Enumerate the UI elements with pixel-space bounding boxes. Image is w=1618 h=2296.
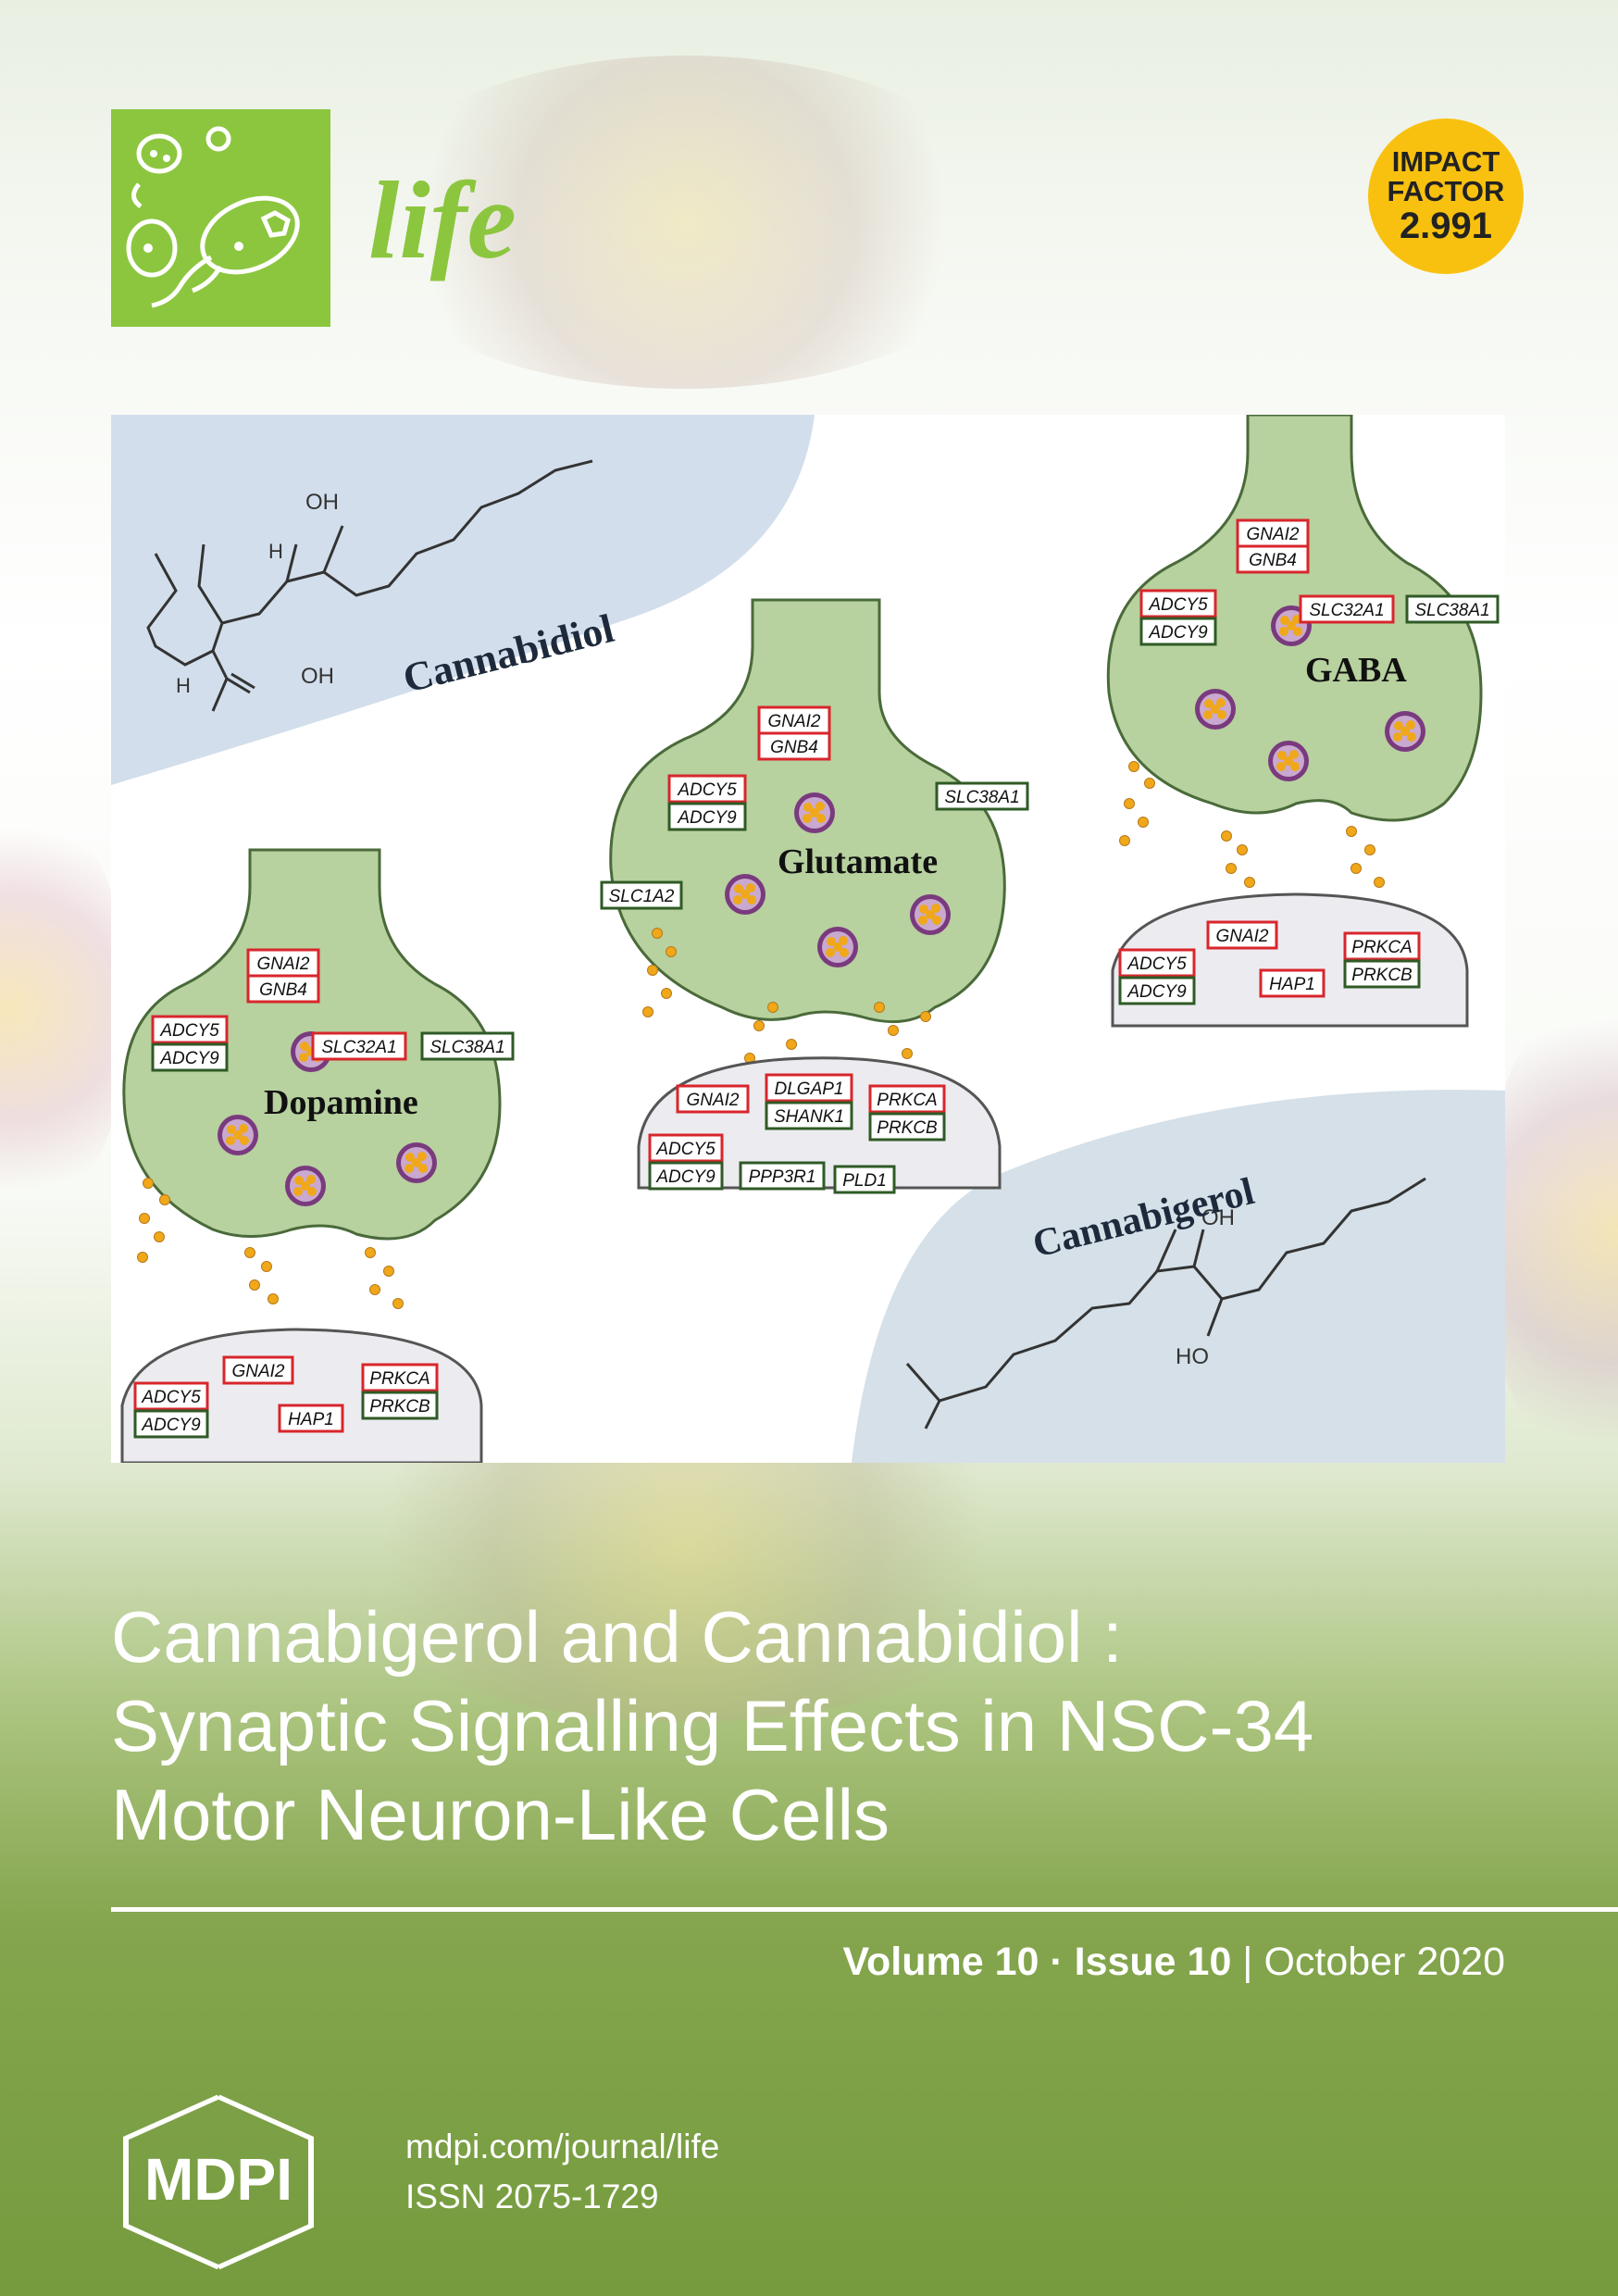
- microorganism-icon: [126, 126, 300, 308]
- gene-box: PRKCB: [369, 1397, 430, 1416]
- gene-box: GNB4: [259, 980, 307, 1000]
- issn: ISSN 2075-1729: [405, 2177, 659, 2215]
- date-separator: |: [1231, 1940, 1264, 1984]
- journal-logo: [111, 109, 330, 327]
- dopamine-label: Dopamine: [264, 1083, 418, 1122]
- gene-box: GNAI2: [1215, 927, 1268, 946]
- cannabigerol-region: [852, 1090, 1505, 1463]
- gaba-synapse: GABA: [1106, 415, 1483, 1028]
- gene-box: GNB4: [770, 738, 818, 757]
- gene-box: SLC38A1: [429, 1038, 504, 1057]
- impact-label: IMPACT: [1391, 144, 1500, 178]
- gene-box: GNAI2: [231, 1362, 284, 1381]
- gene-box: GNAI2: [256, 955, 309, 974]
- gene-box: PRKCA: [369, 1369, 429, 1389]
- gene-box: GNAI2: [767, 712, 820, 731]
- gene-box: GNAI2: [1246, 525, 1299, 544]
- gene-box: ADCY5: [159, 1021, 219, 1041]
- mdpi-wordmark: MDPI: [144, 2146, 292, 2213]
- gene-box: PLD1: [842, 1171, 887, 1191]
- journal-url[interactable]: mdpi.com/journal/life: [405, 2128, 720, 2165]
- gene-box: ADCY5: [677, 780, 737, 800]
- gene-box: ADCY9: [677, 808, 737, 828]
- gene-box: GNB4: [1249, 551, 1297, 570]
- synapse-diagram: OH OH H H Cannabidiol OH HO Cannabigerol…: [111, 415, 1505, 1463]
- cover-figure: OH OH H H Cannabidiol OH HO Cannabigerol…: [111, 415, 1505, 1463]
- gene-box: SLC1A2: [609, 887, 675, 906]
- h-label-bottom: H: [176, 674, 191, 697]
- title-line-3: Motor Neuron-Like Cells: [111, 1774, 890, 1855]
- gene-box: ADCY9: [1126, 982, 1187, 1002]
- gene-box: ADCY9: [655, 1167, 716, 1187]
- cannabidiol-region: [111, 415, 815, 785]
- article-title: Cannabigerol and Cannabidiol : Synaptic …: [111, 1592, 1518, 1859]
- glutamate-label: Glutamate: [778, 842, 938, 881]
- cannabidiol-structure: [146, 459, 593, 712]
- gaba-label: GABA: [1305, 651, 1407, 690]
- factor-label: FACTOR: [1387, 174, 1505, 207]
- background-cell-blur: [0, 787, 130, 1231]
- publisher-info: mdpi.com/journal/life ISSN 2075-1729: [405, 2122, 719, 2222]
- ho-label-cbg: HO: [1176, 1344, 1209, 1369]
- gene-box: GNAI2: [686, 1091, 739, 1110]
- gene-box: SHANK1: [774, 1107, 844, 1127]
- gene-box: PRKCB: [877, 1118, 938, 1138]
- gene-box: HAP1: [1269, 975, 1315, 994]
- issue-date: October 2020: [1263, 1940, 1505, 1984]
- gene-box: ADCY5: [1148, 595, 1208, 615]
- gene-box: ADCY9: [141, 1416, 201, 1435]
- impact-factor-value: 2.991: [1399, 206, 1493, 247]
- gene-box: DLGAP1: [775, 1079, 844, 1099]
- oh-label-bottom: OH: [301, 664, 334, 689]
- title-line-1: Cannabigerol and Cannabidiol :: [111, 1596, 1123, 1678]
- oh-label-cbg: OH: [1201, 1205, 1235, 1230]
- mdpi-logo: MDPI: [109, 2090, 341, 2276]
- hexagon-logo-icon: MDPI: [123, 2094, 314, 2270]
- gene-box: ADCY5: [141, 1388, 201, 1407]
- journal-name: life: [368, 158, 517, 281]
- gene-box: SLC38A1: [944, 788, 1019, 807]
- issue-label: Issue 10: [1074, 1940, 1232, 1984]
- gene-box: ADCY9: [159, 1049, 219, 1068]
- gene-box: SLC32A1: [1309, 601, 1384, 620]
- oh-label-top: OH: [305, 490, 339, 515]
- volume-label: Volume 10: [842, 1940, 1039, 1984]
- gene-box: HAP1: [288, 1410, 334, 1429]
- h-label-top: H: [268, 540, 283, 563]
- cannabigerol-structure: [905, 1177, 1426, 1429]
- title-line-2: Synaptic Signalling Effects in NSC-34: [111, 1685, 1314, 1766]
- gene-box: PRKCB: [1351, 966, 1413, 985]
- issue-separator: ·: [1039, 1940, 1075, 1984]
- gene-box: PRKCA: [877, 1091, 937, 1110]
- gene-box: ADCY5: [655, 1140, 716, 1159]
- gene-box: ADCY9: [1148, 623, 1208, 643]
- gene-box: SLC38A1: [1414, 601, 1489, 620]
- issue-info: Volume 10 · Issue 10 | October 2020: [843, 1940, 1506, 1985]
- dopamine-synapse: Dopamine: [120, 848, 502, 1463]
- gene-box: SLC32A1: [321, 1038, 396, 1057]
- gene-box: PRKCA: [1351, 938, 1412, 957]
- title-divider: [111, 1907, 1618, 1912]
- impact-factor-badge: IMPACT FACTOR 2.991: [1368, 119, 1524, 274]
- gene-box: PPP3R1: [749, 1167, 816, 1187]
- background-cell-blur: [352, 56, 1018, 389]
- gene-boxes: GNAI2 GNB4 ADCY5 ADCY9 SLC38A1 SLC1A2 GN…: [133, 518, 1500, 1439]
- gene-box: ADCY5: [1126, 955, 1187, 974]
